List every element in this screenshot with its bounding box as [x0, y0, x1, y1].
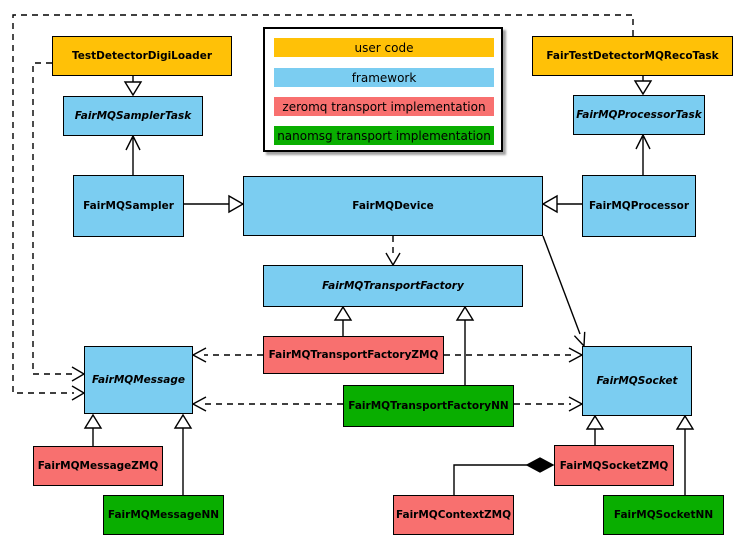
legend-item-user-code: user code — [274, 38, 494, 57]
edge-socketnn-generalizes-socket — [675, 414, 695, 495]
legend-label: nanomsg transport implementation — [277, 128, 491, 143]
node-fairmqprocessor: FairMQProcessor — [582, 175, 696, 237]
node-label: FairMQSocketNN — [613, 509, 714, 521]
legend-item-nanomsg: nanomsg transport implementation — [274, 126, 494, 145]
node-label: FairMQMessageZMQ — [37, 460, 159, 472]
edge-factorynn-depends-message — [191, 396, 343, 412]
node-fairmqtransportfactoryzmq: FairMQTransportFactoryZMQ — [263, 336, 444, 374]
node-fairtestdetectormqrecotask: FairTestDetectorMQRecoTask — [532, 36, 733, 76]
node-label: FairMQTransportFactoryZMQ — [268, 349, 439, 361]
edge-messagezmq-generalizes-message — [83, 413, 103, 446]
legend-item-framework: framework — [274, 68, 494, 87]
legend: user code framework zeromq transport imp… — [263, 27, 503, 152]
edge-device-depends-factory — [385, 236, 401, 267]
node-fairmqdevice: FairMQDevice — [243, 176, 543, 236]
edge-processor-generalizes-device — [541, 194, 582, 214]
node-label: FairMQContextZMQ — [395, 509, 512, 521]
node-fairmqmessage: FairMQMessage — [84, 346, 193, 414]
edge-factorynn-generalizes-factory — [455, 305, 475, 385]
node-fairmqmessagezmq: FairMQMessageZMQ — [33, 446, 163, 486]
edge-tddl-generalizes-samplertask — [123, 76, 143, 97]
edge-sampler-to-samplertask — [125, 134, 141, 175]
node-label: FairMQSocketZMQ — [559, 459, 669, 472]
edge-contextzmq-composition-socketzmq — [453, 457, 555, 495]
edge-messagenn-generalizes-message — [173, 413, 193, 495]
node-label: FairMQSocket — [596, 375, 678, 387]
edge-factoryzmq-generalizes-factory — [333, 305, 353, 336]
node-fairmqsocketzmq: FairMQSocketZMQ — [554, 445, 674, 486]
node-label: TestDetectorDigiLoader — [71, 50, 212, 62]
node-fairmqsampler: FairMQSampler — [73, 175, 184, 237]
node-fairmqsocket: FairMQSocket — [582, 346, 692, 416]
node-label: FairMQProcessor — [588, 200, 690, 212]
node-label: FairMQSamplerTask — [74, 110, 192, 122]
node-label: FairMQDevice — [352, 200, 434, 212]
edge-factoryzmq-depends-message — [191, 347, 263, 363]
node-fairmqsocketnn: FairMQSocketNN — [603, 495, 724, 535]
node-fairmqmessagenn: FairMQMessageNN — [103, 495, 224, 535]
node-fairmqtransportfactorynn: FairMQTransportFactoryNN — [343, 385, 514, 427]
node-label: FairMQSampler — [83, 200, 174, 212]
edge-device-to-socket — [542, 235, 586, 348]
legend-item-zeromq: zeromq transport implementation — [274, 97, 494, 116]
legend-label: framework — [351, 70, 417, 85]
node-label: FairMQTransportFactoryNN — [348, 400, 509, 412]
node-label: FairMQTransportFactory — [322, 280, 464, 292]
edge-sampler-generalizes-device — [184, 194, 245, 214]
edge-factorynn-depends-socket — [514, 396, 584, 412]
node-label: FairMQMessage — [92, 374, 185, 386]
node-fairmqprocessortask: FairMQProcessorTask — [573, 95, 705, 135]
node-fairmqsamplertask: FairMQSamplerTask — [63, 96, 203, 136]
edge-processor-to-processortask — [635, 133, 651, 175]
legend-label: zeromq transport implementation — [282, 99, 486, 114]
node-label: FairMQProcessorTask — [576, 109, 702, 121]
node-testdetectordigiloader: TestDetectorDigiLoader — [52, 36, 232, 76]
node-label: FairTestDetectorMQRecoTask — [546, 50, 719, 62]
node-fairmqcontextzmq: FairMQContextZMQ — [393, 495, 514, 535]
node-label: FairMQMessageNN — [107, 509, 220, 521]
legend-label: user code — [354, 40, 414, 55]
edge-socketzmq-generalizes-socket — [585, 414, 605, 445]
edge-reco-generalizes-processortask — [633, 76, 653, 96]
node-fairmqtransportfactory: FairMQTransportFactory — [263, 265, 523, 307]
